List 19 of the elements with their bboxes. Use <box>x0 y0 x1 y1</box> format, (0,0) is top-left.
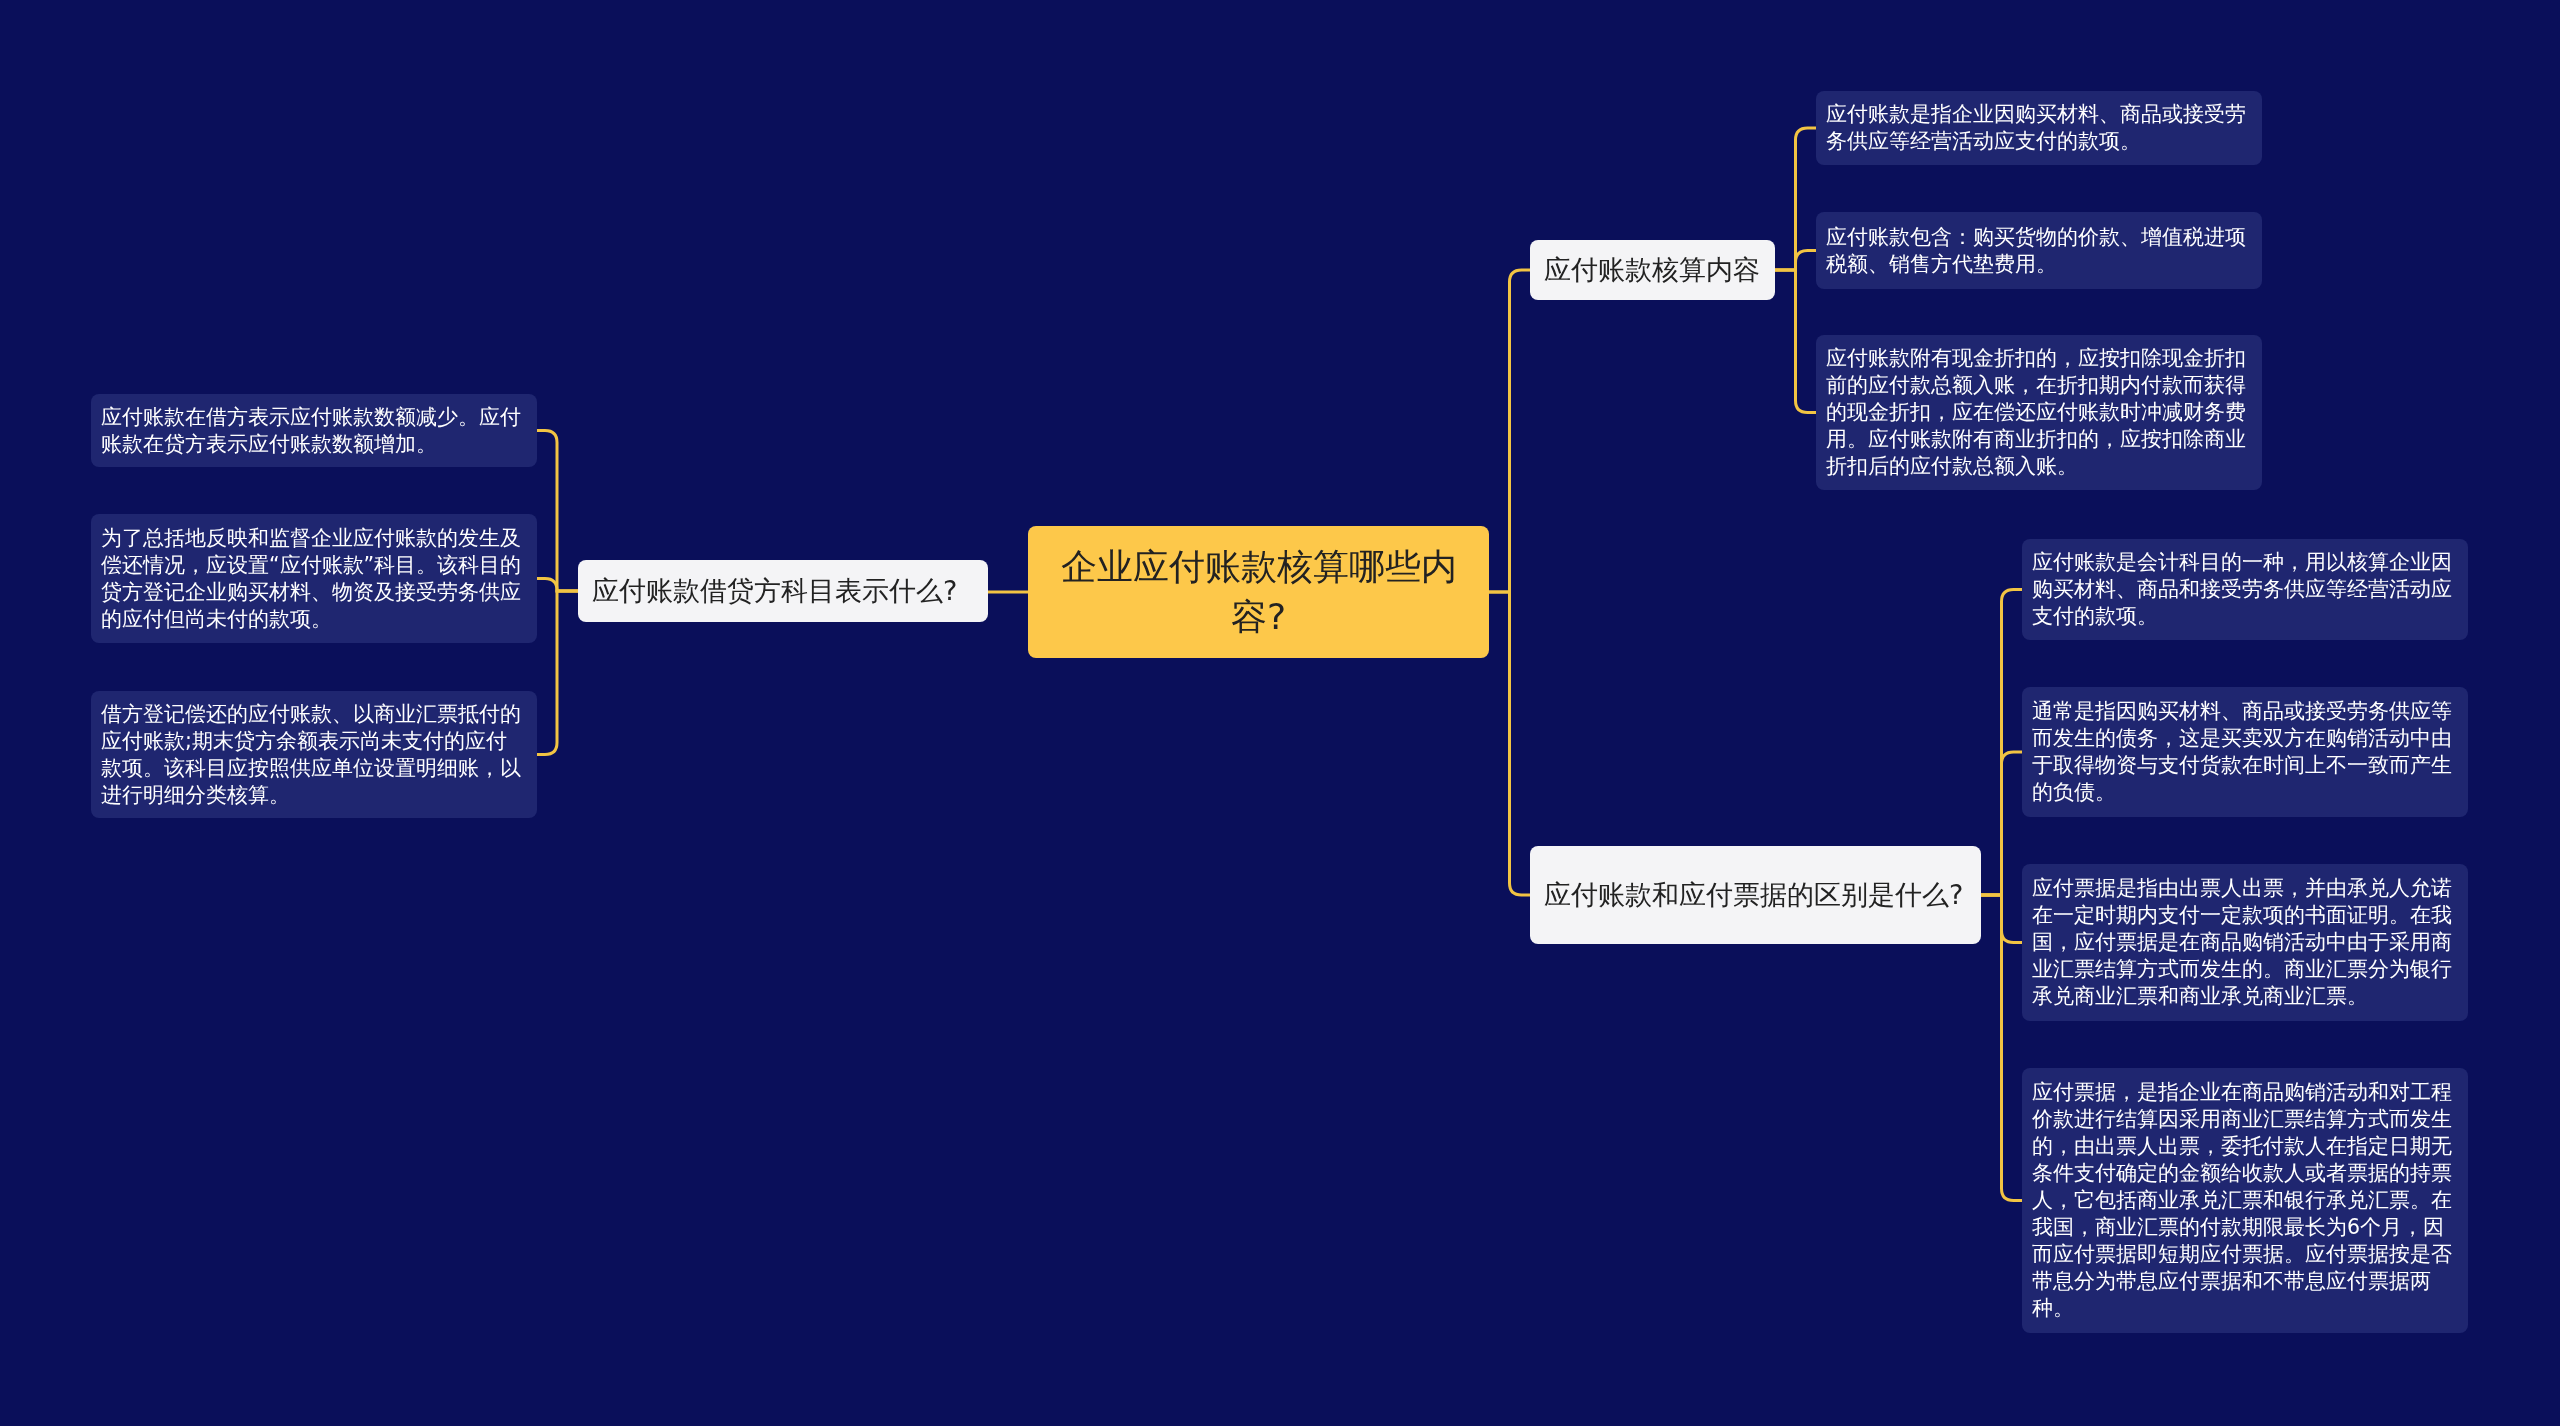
connector-line <box>1489 590 1530 897</box>
connector-line <box>988 590 1028 594</box>
connector-line <box>1981 893 2022 1202</box>
text-card: 应付账款是会计科目的一种，用以核算企业因购买材料、商品和接受劳务供应等经营活动应支付的款项。 <box>2022 539 2468 640</box>
connector-line <box>1775 268 1816 414</box>
subtopic-box: 应付账款和应付票据的区别是什么? <box>1530 846 1981 944</box>
text-card: 应付账款在借方表示应付账款数额减少。应付账款在贷方表示应付账款数额增加。 <box>91 394 537 467</box>
text-card: 应付账款是指企业因购买材料、商品或接受劳务供应等经营活动应支付的款项。 <box>1816 91 2262 165</box>
text-card: 应付账款包含：购买货物的价款、增值税进项税额、销售方代垫费用。 <box>1816 212 2262 289</box>
text-card: 应付票据是指由出票人出票，并由承兑人允诺在一定时期内支付一定款项的书面证明。在我国，应付票据是在商品购销活动中由于采用商业汇票结算方式而发生的。商业汇票分为银行承兑商业汇票和商业承兑商业汇票。 <box>2022 864 2468 1021</box>
connector-line <box>537 589 578 756</box>
text-card: 通常是指因购买材料、商品或接受劳务供应等而发生的债务，这是买卖双方在购销活动中由于取得物资与支付货款在时间上不一致而产生的负债。 <box>2022 687 2468 817</box>
text-card: 应付票据，是指企业在商品购销活动和对工程价款进行结算因采用商业汇票结算方式而发生的，由出票人出票，委托付款人在指定日期无条件支付确定的金额给收款人或者票据的持票人，它包括商业承兑汇票和银行承兑汇票。在我国，商业汇票的付款期限最长为6个月，因而应付票据即短期应付票据。应付票据按是否带息分为带息应付票据和不带息应付票据两种。 <box>2022 1068 2468 1333</box>
topic-box: 企业应付账款核算哪些内容? <box>1028 526 1489 658</box>
subtopic-box: 应付账款借贷方科目表示什么? <box>578 560 988 622</box>
text-card: 借方登记偿还的应付账款、以商业汇票抵付的应付账款;期末贷方余额表示尚未支付的应付款项。该科目应按照供应单位设置明细账，以进行明细分类核算。 <box>91 691 537 818</box>
subtopic-box: 应付账款核算内容 <box>1530 240 1775 300</box>
text-card: 应付账款附有现金折扣的，应按扣除现金折扣前的应付款总额入账，在折扣期内付款而获得的现金折扣，应在偿还应付账款时冲减财务费用。应付账款附有商业折扣的，应按扣除商业折扣后的应付款总额入账。 <box>1816 335 2262 490</box>
text-card: 为了总括地反映和监督企业应付账款的发生及偿还情况，应设置“应付账款”科目。该科目的贷方登记企业购买材料、物资及接受劳务供应的应付但尚未付的款项。 <box>91 514 537 643</box>
